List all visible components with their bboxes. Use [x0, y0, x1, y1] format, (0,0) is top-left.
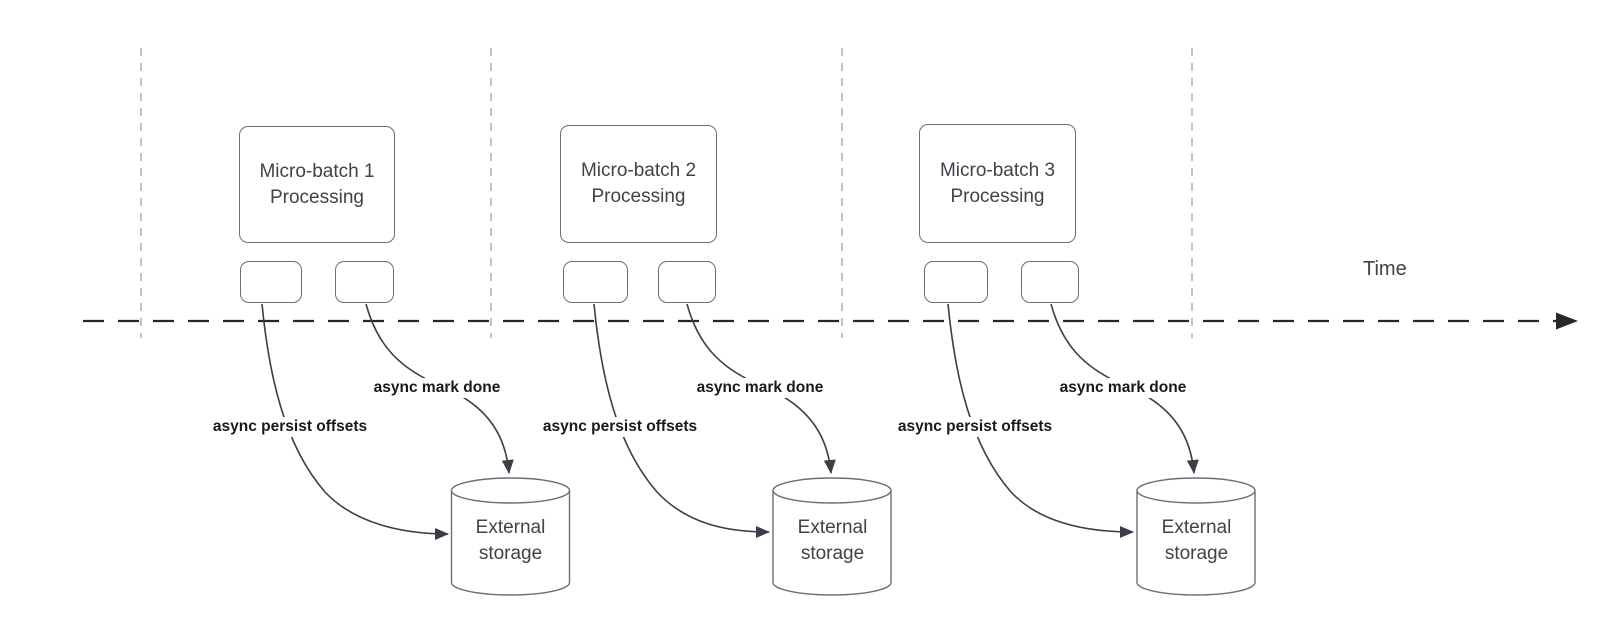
- mark-done-task-box-1: [335, 261, 394, 303]
- storage-label-1: External storage: [475, 517, 546, 564]
- persist-offsets-label-1: async persist offsets: [207, 417, 373, 437]
- mark-done-label-2: async mark done: [691, 378, 829, 398]
- micro-batch-2-processing-box: Micro-batch 2 Processing: [560, 125, 717, 243]
- mark-done-label-1: async mark done: [368, 378, 506, 398]
- mark-done-label-3: async mark done: [1054, 378, 1192, 398]
- persist-offsets-task-box-2: [563, 261, 628, 303]
- micro-batch-1-processing-box: Micro-batch 1 Processing: [239, 126, 395, 243]
- persist-offsets-label-3: async persist offsets: [892, 417, 1058, 437]
- persist-offsets-label-2: async persist offsets: [537, 417, 703, 437]
- persist-offsets-task-box-3: [924, 261, 988, 303]
- timeline-arrowhead-icon: [1556, 312, 1578, 330]
- arrow-persist-offsets-2: [593, 303, 770, 538]
- storage-cylinder-3: [1136, 477, 1256, 596]
- storage-label-3: External storage: [1161, 517, 1232, 564]
- arrow-persist-offsets-3: [947, 303, 1134, 538]
- arrow-persist-offsets-1: [261, 303, 449, 540]
- mark-done-task-box-2: [658, 261, 716, 303]
- micro-batch-3-processing-box: Micro-batch 3 Processing: [919, 124, 1076, 243]
- persist-offsets-task-box-1: [240, 261, 302, 303]
- mark-done-task-box-3: [1021, 261, 1079, 303]
- time-label: Time: [1363, 258, 1407, 280]
- storage-label-2: External storage: [797, 517, 868, 564]
- storage-cylinder-1: [450, 477, 571, 596]
- storage-cylinder-2: [772, 477, 892, 596]
